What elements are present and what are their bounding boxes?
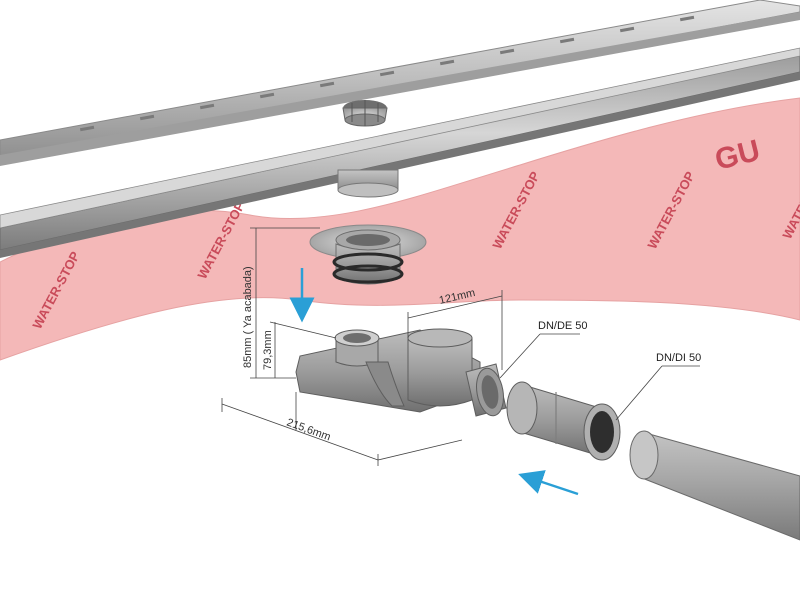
drain-grate	[0, 0, 800, 166]
strainer-basket	[342, 100, 388, 127]
pipe-coupling	[506, 381, 621, 461]
dimension-lines	[221, 227, 503, 466]
drain-pipe	[629, 430, 800, 541]
dimension-body-height-label: 79,3mm	[262, 330, 274, 370]
arrow-left	[518, 470, 579, 496]
siphon-trap	[295, 328, 507, 417]
callout-coupling-label: DN/DI 50	[656, 352, 701, 364]
o-ring-upper	[332, 252, 404, 272]
callouts: DN/DE 50 DN/DI 50	[499, 320, 701, 421]
dimension-total-height-label: 85mm ( Ya acabada)	[242, 266, 254, 368]
grate-slots	[79, 15, 695, 132]
assembly-arrows	[289, 268, 579, 496]
dimension-width-label: 215,6mm	[285, 417, 332, 444]
membrane-flange	[309, 224, 427, 285]
o-ring-lower	[332, 264, 404, 284]
callout-outlet-label: DN/DE 50	[538, 320, 588, 332]
drain-channel	[0, 47, 800, 258]
